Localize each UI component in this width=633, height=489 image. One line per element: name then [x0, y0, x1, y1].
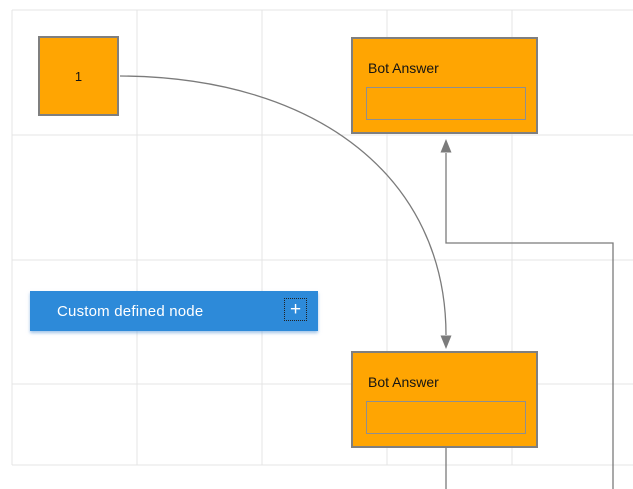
custom-defined-node-label: Custom defined node	[57, 302, 204, 320]
node-bot-answer-top[interactable]: Bot Answer	[351, 37, 538, 134]
arrowhead-down-icon	[440, 335, 452, 349]
bot-answer-top-input-box[interactable]	[366, 87, 526, 120]
node-custom-defined[interactable]: Custom defined node +	[30, 291, 318, 331]
node-start-label: 1	[74, 68, 83, 84]
bot-answer-top-title: Bot Answer	[368, 60, 439, 76]
bot-answer-bottom-title: Bot Answer	[368, 374, 439, 390]
connector-orthogonal-to-top-bot-answer[interactable]	[445, 153, 614, 489]
connectors	[119, 75, 614, 489]
bot-answer-bottom-input-box[interactable]	[366, 401, 526, 434]
arrowhead-up-icon	[440, 139, 452, 153]
connector-curve-start-to-bottom-bot-answer[interactable]	[119, 75, 447, 336]
grid	[11, 9, 633, 466]
node-bot-answer-bottom[interactable]: Bot Answer	[351, 351, 538, 448]
node-start[interactable]: 1	[38, 36, 119, 116]
add-button[interactable]: +	[284, 298, 307, 321]
plus-icon: +	[289, 299, 302, 320]
